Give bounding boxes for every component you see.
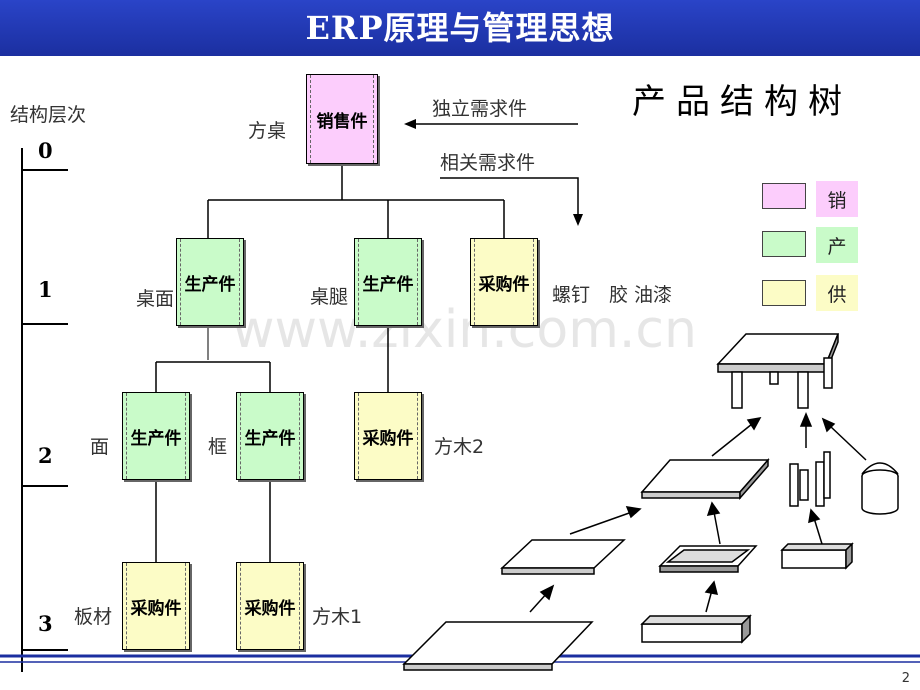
node-frame: 生产件 (236, 392, 304, 480)
legend-label-production: 产 (816, 227, 858, 263)
tree-title: 产品结构树 (632, 82, 852, 122)
legend-label-sales: 销 (816, 181, 858, 217)
legend-swatch-sales (762, 183, 806, 209)
independent-demand-label: 独立需求件 (432, 98, 528, 120)
legend-label-purchase: 供 (816, 275, 858, 311)
label-frame: 框 (208, 436, 228, 458)
page-number: 2 (901, 671, 910, 686)
node-sales-item: 销售件 (306, 74, 378, 164)
table-illustration (402, 333, 899, 671)
level-3: 3 (38, 611, 53, 636)
node-tabletop: 生产件 (176, 238, 244, 326)
node-top-surface: 生产件 (122, 392, 190, 480)
watermark: www.zixin.com.cn (232, 300, 697, 360)
slide-title: ERP原理与管理思想 (305, 9, 615, 47)
level-1: 1 (38, 277, 53, 302)
node-wood-1: 采购件 (236, 562, 304, 650)
title-bar: ERP原理与管理思想 (0, 0, 920, 56)
label-board: 板材 (74, 606, 113, 628)
label-tabletop: 桌面 (136, 288, 175, 310)
level-2: 2 (38, 443, 53, 468)
node-wood-2: 采购件 (354, 392, 422, 480)
level-axis-label: 结构层次 (10, 104, 87, 126)
legend-swatch-purchase (762, 280, 806, 306)
node-table-leg: 生产件 (354, 238, 422, 326)
label-table-leg: 桌腿 (310, 286, 349, 308)
label-fasteners: 螺钉 胶 油漆 (552, 284, 673, 306)
level-0: 0 (38, 138, 53, 163)
label-top-surface: 面 (90, 436, 110, 458)
label-wood-2: 方木2 (434, 436, 485, 458)
dependent-demand-label: 相关需求件 (440, 152, 536, 174)
legend-swatch-production (762, 231, 806, 257)
label-square-table: 方桌 (248, 120, 287, 142)
node-fasteners: 采购件 (470, 238, 538, 326)
label-wood-1: 方木1 (312, 606, 363, 628)
assembly-arrows (529, 412, 867, 613)
node-board: 采购件 (122, 562, 190, 650)
